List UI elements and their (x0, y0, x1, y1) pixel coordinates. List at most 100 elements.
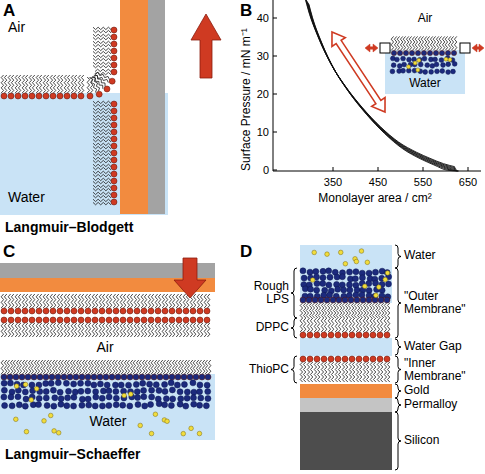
lipid-tail (148, 323, 150, 337)
lipid-head (384, 332, 390, 338)
sugar-dot (165, 419, 170, 424)
layer-label: "Inner Membrane" (404, 357, 478, 383)
lipid-head (85, 374, 91, 380)
lipid-tail (400, 36, 402, 50)
lipid-head (15, 308, 21, 314)
lipid (370, 356, 376, 382)
lipid-head (49, 374, 55, 380)
layer-label: Silicon (404, 434, 439, 447)
lipid (354, 297, 360, 318)
tick-mark (273, 132, 277, 133)
lipid-head (50, 93, 56, 99)
lipid-tail (424, 36, 426, 50)
lipid (43, 75, 49, 99)
medium-label: Air (8, 20, 25, 35)
lipid-tail (207, 294, 209, 308)
lps-sugar (308, 286, 314, 292)
lipid (314, 356, 320, 382)
lipid-tail (134, 323, 136, 337)
lipid-head (71, 308, 77, 314)
lipid-head (111, 115, 117, 121)
lipid-head (451, 50, 456, 55)
lipid-tail (93, 125, 111, 127)
lipid-tail (79, 360, 81, 374)
lipid-tail (113, 294, 115, 308)
lipid-tail (162, 323, 164, 337)
lipid-tail (342, 362, 344, 382)
water (0, 374, 215, 440)
lipid (36, 294, 42, 314)
lipid (106, 294, 112, 314)
lipid (378, 297, 384, 318)
lipid-head (85, 308, 91, 314)
lipid-head (113, 317, 119, 323)
sugar-dot (312, 250, 317, 255)
lipid (176, 317, 182, 337)
lipid-head (43, 308, 49, 314)
lipid-tail (307, 318, 309, 332)
lipid-tail (454, 36, 456, 50)
sugar-dot (138, 423, 143, 428)
lps-sugar (106, 388, 112, 394)
lipid (61, 360, 67, 380)
lipid (78, 317, 84, 337)
lipid-tail (345, 318, 347, 332)
tick-mark (273, 18, 277, 19)
lipid (193, 360, 199, 380)
lipid (190, 317, 196, 337)
lipid (155, 317, 161, 337)
lipid-tail (109, 323, 111, 337)
lipid-tail (144, 323, 146, 337)
lipid-tail (70, 360, 72, 374)
lipid-tail (351, 303, 353, 318)
lipid-head (300, 332, 306, 338)
lipid-tail (321, 318, 323, 332)
lipid-tail (421, 36, 423, 50)
lipid (93, 157, 117, 163)
lipid-head (1, 308, 7, 314)
lps-sugar (366, 270, 372, 276)
lipid-head (377, 356, 383, 362)
lps-sugar (141, 394, 147, 400)
lipid (103, 360, 109, 380)
layer-label: Rough LPS (245, 280, 289, 306)
lipid-head (78, 317, 84, 323)
lipid-head (91, 374, 97, 380)
lipid-tail (300, 318, 302, 332)
lipid (205, 360, 211, 380)
lipid (7, 360, 13, 380)
lipid-tail (338, 318, 340, 332)
lipid-tail (49, 360, 51, 374)
lipid-head (79, 374, 85, 380)
lps-sugar (418, 62, 423, 67)
lps-sugar (99, 403, 105, 409)
lipid-tail (93, 195, 111, 197)
lipid-tail (93, 139, 111, 141)
lipid (50, 294, 56, 314)
lipid-tail (97, 360, 99, 374)
lipid (93, 143, 117, 149)
lps-sugar (134, 389, 140, 395)
lipid-head (324, 297, 330, 303)
lps-sugar (384, 270, 390, 276)
lipid-head (43, 374, 49, 380)
lipid-head (145, 374, 151, 380)
lipid-tail (127, 323, 129, 337)
lipid-head (204, 317, 210, 323)
lipid-head (1, 93, 7, 99)
lipid (363, 356, 369, 382)
lipid (356, 318, 362, 338)
lipid (73, 360, 79, 380)
lps-sugar (57, 389, 63, 395)
lps-sugar (91, 382, 97, 388)
lipid-tail (409, 36, 411, 50)
lipid-tail (179, 323, 181, 337)
lipid-head (43, 93, 49, 99)
lipid-tail (349, 318, 351, 332)
lipid-tail (318, 303, 320, 318)
lipid-tail (18, 294, 20, 308)
lipid-tail (93, 143, 111, 145)
lipid-tail (363, 362, 365, 382)
lipid (187, 360, 193, 380)
lipid (25, 360, 31, 380)
